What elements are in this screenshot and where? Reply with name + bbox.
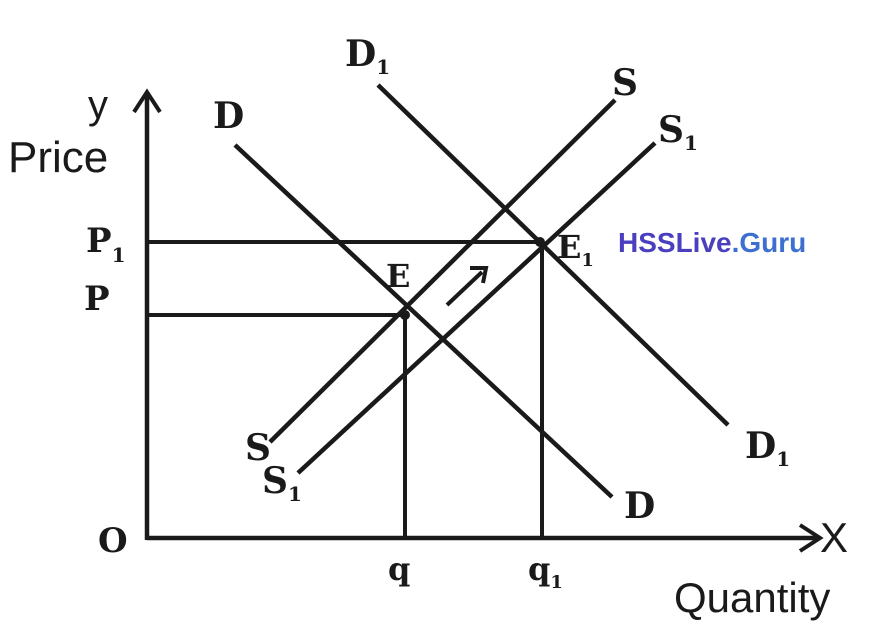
supply-s-top-label: S bbox=[612, 62, 638, 104]
shift-arrow-head bbox=[470, 266, 489, 284]
supply-curve-s1 bbox=[296, 141, 657, 475]
supply-s-bottom-label: S bbox=[245, 427, 271, 469]
quantity-q-label: q bbox=[388, 550, 410, 588]
supply-s1-bottom-label: S1 bbox=[262, 460, 302, 506]
equilibrium-point-e1 bbox=[535, 237, 545, 247]
y-axis-label: Price bbox=[8, 133, 108, 182]
supply-curve-s bbox=[268, 98, 617, 444]
y-axis-arrowhead bbox=[132, 88, 162, 114]
demand-d-top-label: D bbox=[213, 95, 244, 137]
origin-label: O bbox=[98, 521, 128, 561]
demand-curve-d bbox=[233, 143, 614, 499]
supply-s1-top-label: S1 bbox=[658, 109, 698, 155]
x-axis-symbol: X bbox=[820, 514, 848, 561]
x-axis-arrowhead bbox=[798, 523, 824, 553]
equilibrium-e-label: E bbox=[386, 257, 410, 295]
equilibrium-e1-label: E1 bbox=[557, 228, 594, 271]
demand-curve-d1 bbox=[376, 83, 730, 427]
quantity-q1-label: q1 bbox=[528, 550, 563, 593]
watermark: HSSLive.Guru bbox=[618, 227, 806, 258]
demand-d1-top-label: D1 bbox=[345, 33, 390, 79]
x-axis-label: Quantity bbox=[674, 574, 830, 621]
demand-d-bottom-label: D bbox=[624, 485, 655, 527]
demand-d1-bottom-label: D1 bbox=[745, 425, 790, 471]
shift-arrow bbox=[445, 270, 484, 307]
price-p1-label: P1 bbox=[86, 221, 126, 267]
equilibrium-point-e bbox=[400, 310, 410, 320]
y-axis-symbol: y bbox=[88, 83, 108, 127]
price-p-label: P bbox=[84, 279, 110, 319]
